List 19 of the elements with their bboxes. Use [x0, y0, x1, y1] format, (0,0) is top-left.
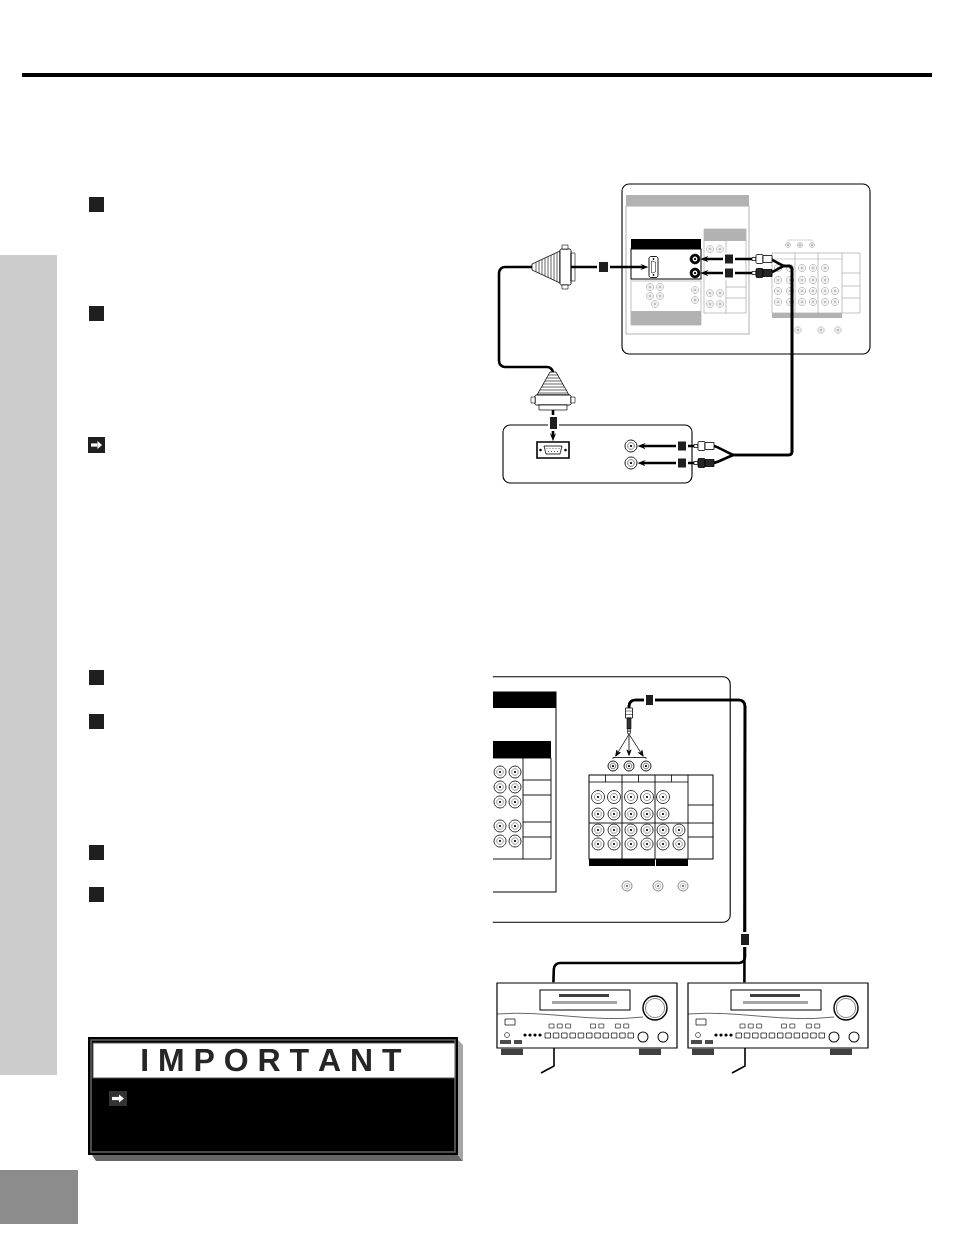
- receiver: [496, 982, 678, 1074]
- arrow: [615, 733, 630, 757]
- arrow: [626, 733, 632, 756]
- receiver: [687, 982, 869, 1074]
- side-tab: [0, 255, 57, 1075]
- audio-jack: [624, 456, 638, 470]
- rear-panel: [621, 183, 871, 355]
- vga-port: [536, 441, 570, 459]
- computer-panel: [502, 424, 693, 484]
- important-box: I M P O R T A N T: [88, 1037, 463, 1161]
- mini-plug: [625, 707, 633, 734]
- rear-panel: [492, 676, 731, 923]
- jack: [623, 760, 635, 772]
- jack: [640, 760, 652, 772]
- audio-jack: [624, 439, 638, 453]
- jack: [607, 760, 619, 772]
- arrow: [628, 733, 644, 757]
- vga-port: [648, 256, 659, 278]
- cable: [627, 698, 747, 983]
